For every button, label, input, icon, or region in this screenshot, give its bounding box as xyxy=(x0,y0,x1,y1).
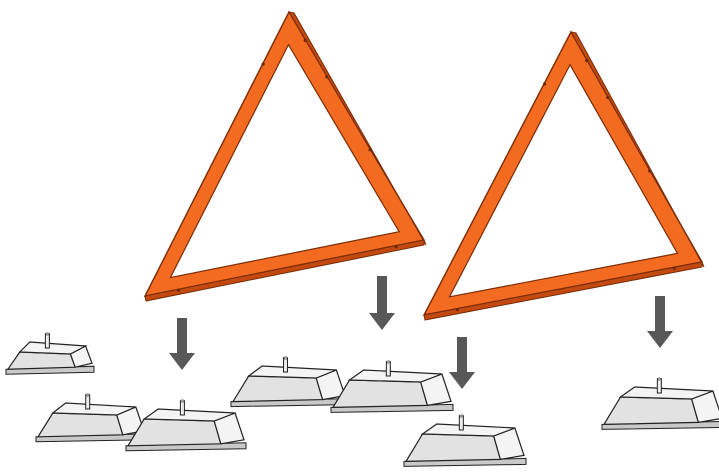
triangle-frame-left xyxy=(143,10,427,302)
foot-block-1 xyxy=(5,332,95,375)
down-arrow-1 xyxy=(169,318,195,370)
bolt-hole xyxy=(455,308,459,312)
bolt-hole xyxy=(542,82,547,86)
bolt-hole xyxy=(585,59,589,63)
foot-block-4 xyxy=(230,356,348,408)
bolt-hole xyxy=(672,266,676,270)
bolt-hole xyxy=(394,245,398,249)
foot-block-3 xyxy=(125,399,247,452)
down-arrow-4 xyxy=(647,296,673,348)
foot-block-7 xyxy=(601,377,719,430)
foot-block-5 xyxy=(330,360,454,413)
bolt-hole xyxy=(325,75,329,79)
bolt-hole xyxy=(606,95,610,99)
bolt-hole xyxy=(648,169,652,173)
bolt-hole xyxy=(368,148,372,152)
triangle-frame-right xyxy=(422,30,705,321)
bolt-hole xyxy=(176,288,181,292)
bolt-hole xyxy=(261,62,265,66)
bolt-hole xyxy=(303,38,307,42)
down-arrow-5 xyxy=(377,276,387,310)
foot-block-6 xyxy=(403,414,527,467)
down-arrow-3 xyxy=(449,337,475,389)
foot-block-2 xyxy=(35,393,147,443)
